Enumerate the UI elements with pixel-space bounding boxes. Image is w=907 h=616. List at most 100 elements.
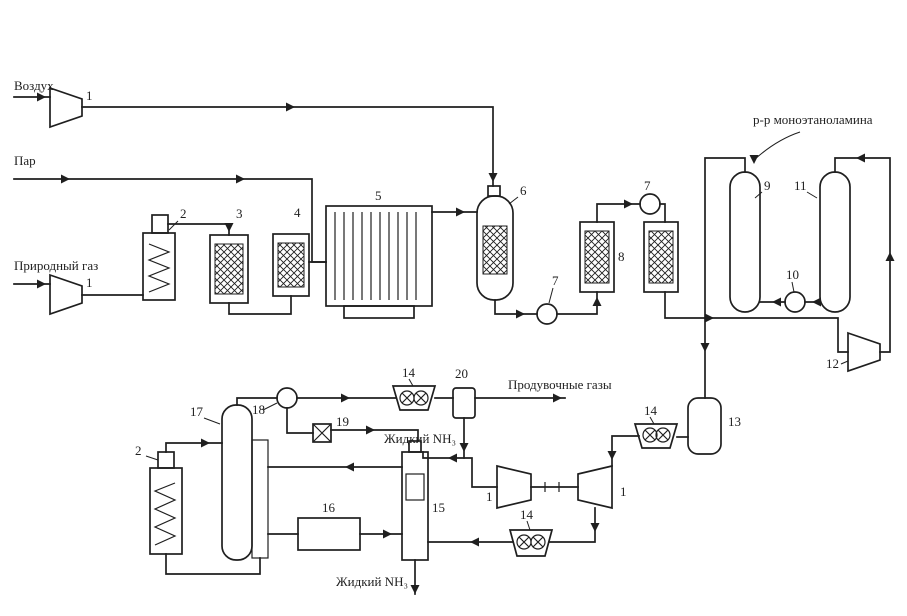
arrow-icon (856, 153, 865, 163)
line-3-to-4 (228, 295, 292, 315)
arrow-icon (410, 585, 420, 594)
air-cooler-14b: 14 (633, 403, 679, 449)
reactor-shell (272, 233, 310, 297)
compressor-symbol (847, 331, 881, 373)
vessel-shell (687, 397, 722, 455)
arrow-icon (448, 453, 457, 463)
desulfurizer-4: 4 (272, 205, 310, 297)
catalyst-bed (277, 242, 305, 288)
catalyst-bed (648, 230, 674, 284)
arrow-icon (61, 174, 70, 184)
label-unit-2-top: 2 (180, 206, 187, 221)
arrow-icon (37, 92, 46, 102)
arrow-icon (341, 393, 350, 403)
arrow-icon (705, 313, 714, 323)
line-19-to-15 (330, 429, 419, 442)
label-unit-2-bottom: 2 (135, 443, 142, 458)
arrow-icon (236, 174, 245, 184)
label-unit-18: 18 (252, 402, 265, 417)
catalyst-bed (214, 243, 244, 295)
cooler-casing (508, 529, 554, 557)
arrow-icon (607, 451, 617, 460)
vessel-neck (487, 185, 501, 197)
label-unit-19: 19 (336, 414, 349, 429)
circulation-pump-18 (276, 387, 298, 409)
leader-line (548, 287, 554, 304)
desulfurizer-3: 3 (209, 206, 249, 304)
air-feed: Воздух 1 (13, 78, 498, 187)
label-unit-10: 10 (786, 267, 799, 282)
air-turbocompressor-symbol (49, 86, 83, 129)
line-9-to-13 (704, 157, 746, 399)
fan-blades-icon (415, 392, 427, 404)
cooler-casing (633, 423, 679, 449)
line-2b-to-17 (165, 442, 223, 453)
co-shift-converter-8b: 8 (618, 221, 679, 293)
heat-exchanger-7a (536, 303, 558, 325)
fan-icon (413, 390, 429, 406)
label-unit-14b: 14 (644, 403, 658, 418)
label-unit-12: 12 (826, 356, 839, 371)
leader-line (508, 196, 519, 205)
arrow-icon (224, 223, 234, 232)
line-compressor-to-15 (422, 451, 498, 488)
fan-blades-icon (518, 536, 530, 548)
filter-cross-icon (312, 423, 332, 443)
fan-blades-icon (644, 429, 656, 441)
arrow-icon (456, 207, 465, 217)
leader-line (754, 191, 763, 199)
furnace-base (343, 305, 415, 319)
mea-solution-feed: р-р моноэтаноламина (749, 112, 873, 164)
arrow-icon (772, 297, 781, 307)
line-7b-to-8b (659, 203, 666, 223)
leader-line (168, 220, 179, 231)
natural-gas-feed: Природный газ 1 (13, 258, 144, 316)
leader-line (145, 455, 159, 461)
arrow-icon (749, 155, 759, 164)
arrow-icon (459, 443, 469, 452)
line-12-to-11 (834, 157, 891, 353)
arrow-icon (286, 102, 295, 112)
synthesis-column-17: 17 (190, 404, 269, 561)
label-unit-14c: 14 (520, 507, 534, 522)
line-17-to-2b (165, 553, 261, 575)
circulation-compressor-set: 1 1 (486, 464, 627, 510)
fan-blades-icon (532, 536, 544, 548)
arrow-icon (592, 297, 602, 306)
separator-13: 13 (687, 397, 741, 455)
label-unit-7a: 7 (552, 273, 559, 288)
filter-19: 19 (312, 414, 349, 443)
gas-turbocompressor-symbol (49, 273, 83, 316)
scrubber-column-11: 11 (794, 171, 851, 313)
reactor-shell (643, 221, 679, 293)
line-compressor-to-14c (548, 507, 596, 543)
arrow-icon (885, 252, 895, 261)
label-unit-6: 6 (520, 183, 527, 198)
label-unit-8: 8 (618, 249, 625, 264)
mea-stream-label: р-р моноэтаноламина (753, 112, 873, 127)
label-unit-20: 20 (455, 366, 468, 381)
preheater-furnace-bottom: 2 (135, 443, 183, 555)
label-unit-1-comp-left: 1 (486, 489, 493, 504)
fan-blades-icon (401, 392, 413, 404)
heater-neck (151, 214, 169, 234)
label-unit-1-comp-right: 1 (620, 484, 627, 499)
air-stream-label: Воздух (14, 78, 54, 93)
catalyst-bed (482, 225, 508, 275)
label-unit-1-air: 1 (86, 88, 93, 103)
mea-leader-curve (753, 131, 801, 161)
line-8a-to-7b (596, 203, 641, 223)
shaft-converter-6: 6 (476, 183, 527, 301)
heater-coil (153, 482, 177, 546)
mea-absorber-9: 9 (729, 171, 771, 313)
leader-line (840, 360, 849, 365)
arrow-icon (470, 537, 479, 547)
heater-body (142, 232, 176, 301)
heater-neck (157, 451, 175, 469)
label-unit-1-gas: 1 (86, 275, 93, 290)
leader-line (526, 520, 531, 531)
label-unit-15: 15 (432, 500, 445, 515)
fan-icon (530, 534, 546, 550)
column-shell (729, 171, 761, 313)
